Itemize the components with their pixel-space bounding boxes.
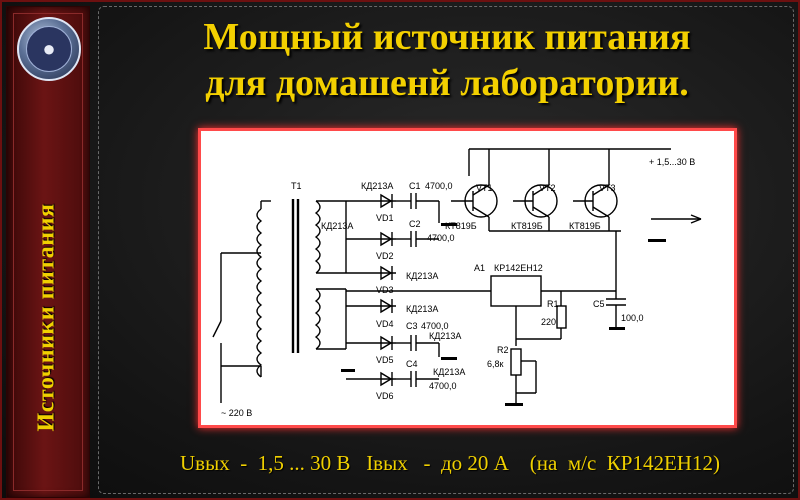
diode-vd2 xyxy=(380,231,393,247)
diode-vd6 xyxy=(380,371,393,387)
capacitor-c4 xyxy=(410,371,417,387)
sidebar-vertical-title: Источники питания xyxy=(27,147,67,487)
label-vd1: VD1 xyxy=(376,213,394,223)
page-title: Мощный источник питания для домашенй лаб… xyxy=(102,14,792,106)
capacitor-c3 xyxy=(410,335,417,351)
label-vt1-type: КТ819Б xyxy=(445,221,477,231)
capacitor-c2 xyxy=(410,231,417,247)
sidebar-title-text: Источники питания xyxy=(33,203,60,431)
label-mains: ~ 220 В xyxy=(221,408,252,418)
regulator-a1 xyxy=(490,275,542,307)
label-vd-type-1: КД213А xyxy=(361,181,393,191)
diode-vd5 xyxy=(380,335,393,351)
label-vd3: VD3 xyxy=(376,285,394,295)
title-line-1: Мощный источник питания xyxy=(203,16,691,58)
label-c5-value: 100,0 xyxy=(621,313,644,323)
label-vd-type-3: КД213А xyxy=(406,271,438,281)
label-vt3: VT3 xyxy=(599,183,616,193)
label-c2-value: 4700,0 xyxy=(427,233,455,243)
label-r2-value: 6,8к xyxy=(487,359,504,369)
secondary-winding-1 xyxy=(314,200,321,274)
label-r1: R1 xyxy=(547,299,559,309)
wolf-head-icon: ● xyxy=(26,26,72,72)
label-c3-value: 4700,0 xyxy=(421,321,449,331)
diode-vd1 xyxy=(380,193,393,209)
sidebar: ● Источники питания xyxy=(6,6,90,498)
label-vd-type-2: КД213А xyxy=(321,221,353,231)
mains-switch xyxy=(212,320,222,338)
diode-vd3 xyxy=(380,265,393,281)
primary-winding xyxy=(256,208,263,378)
label-c1: C1 xyxy=(409,181,421,191)
resistor-r2 xyxy=(510,348,522,376)
ground-symbols xyxy=(341,223,666,406)
label-vt2-type: КТ819Б xyxy=(511,221,543,231)
label-vd-type-4: КД213А xyxy=(406,304,438,314)
resistor-r1 xyxy=(556,305,567,329)
label-ic: КР142ЕН12 xyxy=(494,263,543,273)
label-r2: R2 xyxy=(497,345,509,355)
label-c3: C3 xyxy=(406,321,418,331)
label-vt3-type: КТ819Б xyxy=(569,221,601,231)
label-vd-type-6: КД213А xyxy=(433,367,465,377)
label-r1-value: 220 xyxy=(541,317,556,327)
label-output: + 1,5...30 В xyxy=(649,157,695,167)
label-vd-type-5: КД213А xyxy=(429,331,461,341)
diode-vd4 xyxy=(380,298,393,314)
schematic-panel: T1 ~ 220 В + 1,5...30 В A1 КР142ЕН12 КД2… xyxy=(198,128,737,428)
label-c1-value: 4700,0 xyxy=(425,181,453,191)
title-line-2: для домашенй лаборатории. xyxy=(205,62,689,104)
label-c5: C5 xyxy=(593,299,605,309)
label-c4-value: 4700,0 xyxy=(429,381,457,391)
label-c4: C4 xyxy=(406,359,418,369)
label-c2: C2 xyxy=(409,219,421,229)
secondary-winding-2 xyxy=(314,288,321,350)
label-vd5: VD5 xyxy=(376,355,394,365)
label-t1: T1 xyxy=(291,181,302,191)
label-vd4: VD4 xyxy=(376,319,394,329)
label-vd2: VD2 xyxy=(376,251,394,261)
spec-footer: Uвых - 1,5 ... 30 В Iвых - до 20 А (на м… xyxy=(180,451,720,475)
label-vd6: VD6 xyxy=(376,391,394,401)
sidebar-inner-border xyxy=(13,13,83,491)
label-vt2: VT2 xyxy=(539,183,556,193)
wolf-emblem-icon: ● xyxy=(17,17,81,81)
label-a1: A1 xyxy=(474,263,485,273)
circuit-schematic: T1 ~ 220 В + 1,5...30 В A1 КР142ЕН12 КД2… xyxy=(212,148,702,418)
capacitor-c1 xyxy=(410,193,417,209)
label-vt1: VT1 xyxy=(476,183,493,193)
